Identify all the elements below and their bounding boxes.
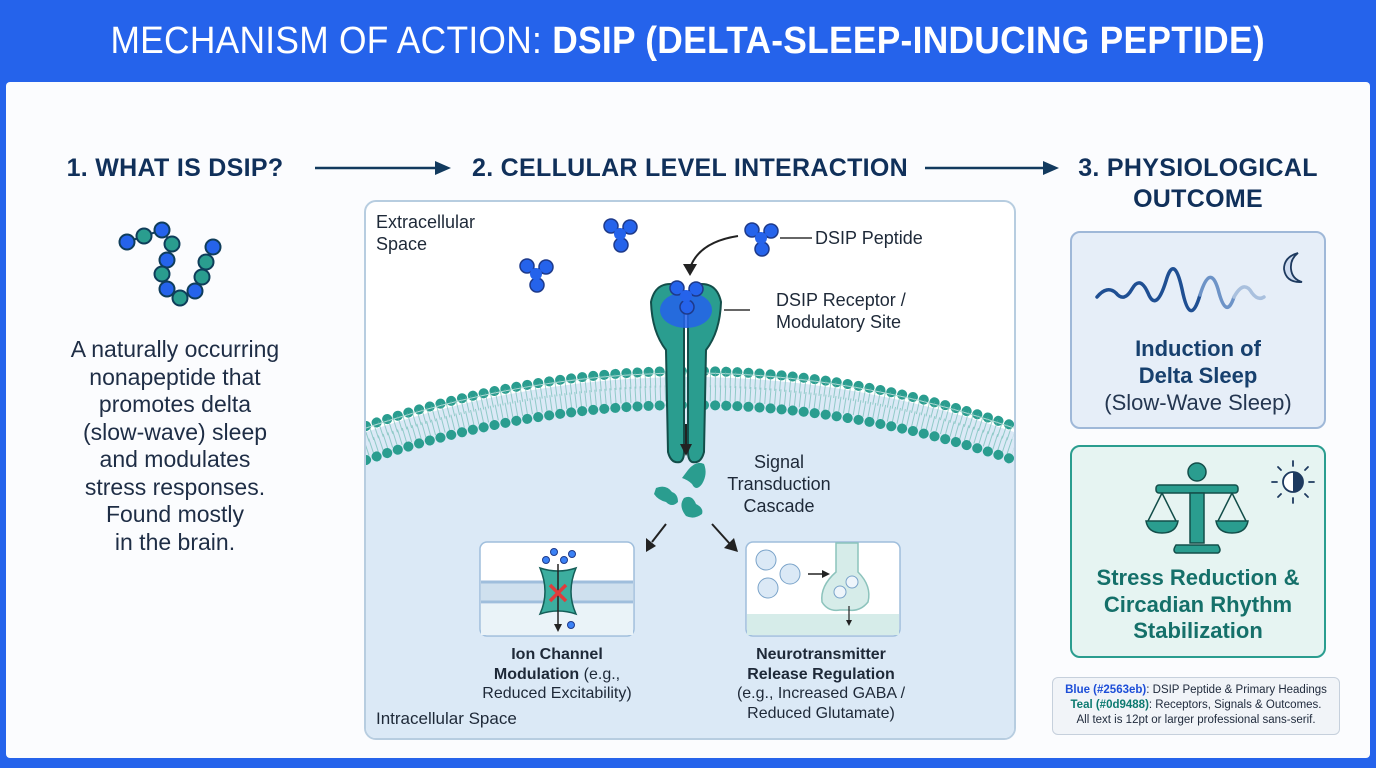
dsip-peptide-icon (520, 259, 553, 292)
description-line: and modulates (99, 446, 251, 472)
section-1-heading: 1. WHAT IS DSIP? (66, 154, 284, 182)
extracellular-label-line: Extracellular (376, 212, 476, 232)
neurotransmitter-panel (745, 541, 901, 637)
description-line: promotes delta (98, 391, 252, 417)
flow-arrow-1-to-2 (315, 161, 451, 175)
peptide-chain-icon (118, 221, 222, 307)
title-prefix: MECHANISM OF ACTION: (110, 19, 553, 62)
balance-scale-icon (1145, 462, 1249, 554)
description-line: (slow-wave) sleep (82, 418, 268, 445)
signal-label-line: Signal (753, 452, 805, 472)
signal-label-line: Transduction (727, 474, 831, 494)
description-line: nonapeptide that (89, 363, 261, 390)
neurotransmitter-title: Neurotransmitter (756, 646, 886, 663)
signal-label-line: Cascade (743, 496, 815, 516)
dsip-peptide-label: DSIP Peptide (815, 228, 923, 248)
legend-blue-desc: : DSIP Peptide & Primary Headings (1146, 684, 1327, 696)
stress-reduction-line: Stabilization (1133, 618, 1263, 643)
delta-wave-icon (1095, 252, 1303, 313)
cell-diagram-graphic (366, 202, 1014, 738)
delta-sleep-text: Induction of Delta Sleep (Slow-Wave Slee… (1072, 335, 1324, 416)
dsip-peptide-icon (604, 219, 637, 252)
stress-reduction-line: Stress Reduction & (1096, 565, 1300, 590)
ion-channel-panel (479, 541, 635, 637)
intracellular-label: Intracellular Space (376, 709, 517, 728)
ion-channel-label: Ion Channel Modulation (e.g., Reduced Ex… (452, 645, 662, 704)
receptor-label-line: DSIP Receptor / (776, 290, 906, 310)
branch-arrow-right (724, 538, 738, 552)
binding-arrow-head (683, 264, 697, 276)
delta-sleep-card: Induction of Delta Sleep (Slow-Wave Slee… (1070, 231, 1326, 429)
dsip-peptide-icon (745, 223, 778, 256)
neurotransmitter-title: Release Regulation (747, 665, 895, 683)
description-line: stress responses. (84, 473, 266, 500)
signal-down-arrow (680, 444, 692, 456)
legend-teal-key: Teal (#0d9488) (1070, 699, 1149, 711)
title-main: DSIP (DELTA-SLEEP-INDUCING PEPTIDE) (552, 19, 1266, 62)
stress-reduction-card: Stress Reduction & Circadian Rhythm Stab… (1070, 445, 1326, 658)
ion-channel-example: Reduced Excitability) (482, 685, 632, 702)
extracellular-label-line: Space (376, 234, 428, 254)
stress-reduction-line: Circadian Rhythm (1103, 591, 1293, 617)
section-2-heading: 2. CELLULAR LEVEL INTERACTION (471, 154, 909, 182)
description-line: A naturally occurring (70, 336, 280, 362)
description-line: in the brain. (114, 528, 236, 555)
delta-sleep-title: Delta Sleep (1138, 363, 1258, 388)
description-line: Found mostly (105, 501, 245, 527)
half-sun-icon (1271, 460, 1315, 504)
section-3-heading: 3. PHYSIOLOGICAL OUTCOME (1060, 153, 1336, 215)
title-bar: MECHANISM OF ACTION: DSIP (DELTA-SLEEP-I… (0, 0, 1376, 82)
cell-diagram: Extracellular Space DSIP Peptide DSIP Re… (364, 200, 1016, 740)
section-3-heading-line: 3. PHYSIOLOGICAL (1078, 154, 1318, 182)
signal-cascade-icon (654, 462, 706, 518)
page-title: MECHANISM OF ACTION: DSIP (DELTA-SLEEP-I… (111, 20, 1265, 63)
neurotransmitter-example: (e.g., Increased GABA / (736, 685, 906, 702)
flow-arrow-2-to-3 (925, 161, 1059, 175)
blocked-x-icon (548, 583, 568, 603)
dsip-description: A naturally occurring nonapeptide that p… (50, 336, 300, 556)
section-3-heading-line: OUTCOME (1133, 185, 1263, 213)
receptor-label-line: Modulatory Site (776, 312, 902, 332)
legend-note: All text is 12pt or larger professional … (1076, 714, 1316, 726)
delta-sleep-subtitle: (Slow-Wave Sleep) (1104, 390, 1292, 415)
ion-channel-example: (e.g., (579, 665, 621, 683)
moon-icon (1283, 252, 1303, 283)
dsip-receptor-icon (649, 281, 723, 464)
extracellular-label: Extracellular Space (376, 211, 475, 255)
receptor-label: DSIP Receptor / Modulatory Site (776, 289, 906, 333)
signal-cascade-label: Signal Transduction Cascade (714, 451, 844, 517)
branch-arrow-left (646, 538, 656, 552)
ion-channel-title: Ion Channel (511, 646, 603, 663)
color-legend: Blue (#2563eb): DSIP Peptide & Primary H… (1052, 677, 1340, 735)
legend-teal-desc: : Receptors, Signals & Outcomes. (1148, 699, 1322, 711)
legend-blue-key: Blue (#2563eb) (1065, 684, 1147, 696)
ion-channel-title: Modulation (493, 665, 580, 683)
delta-sleep-title: Induction of (1135, 336, 1261, 361)
neurotransmitter-label: Neurotransmitter Release Regulation (e.g… (706, 645, 936, 723)
neurotransmitter-example: Reduced Glutamate) (747, 704, 895, 722)
stress-reduction-text: Stress Reduction & Circadian Rhythm Stab… (1072, 565, 1324, 645)
